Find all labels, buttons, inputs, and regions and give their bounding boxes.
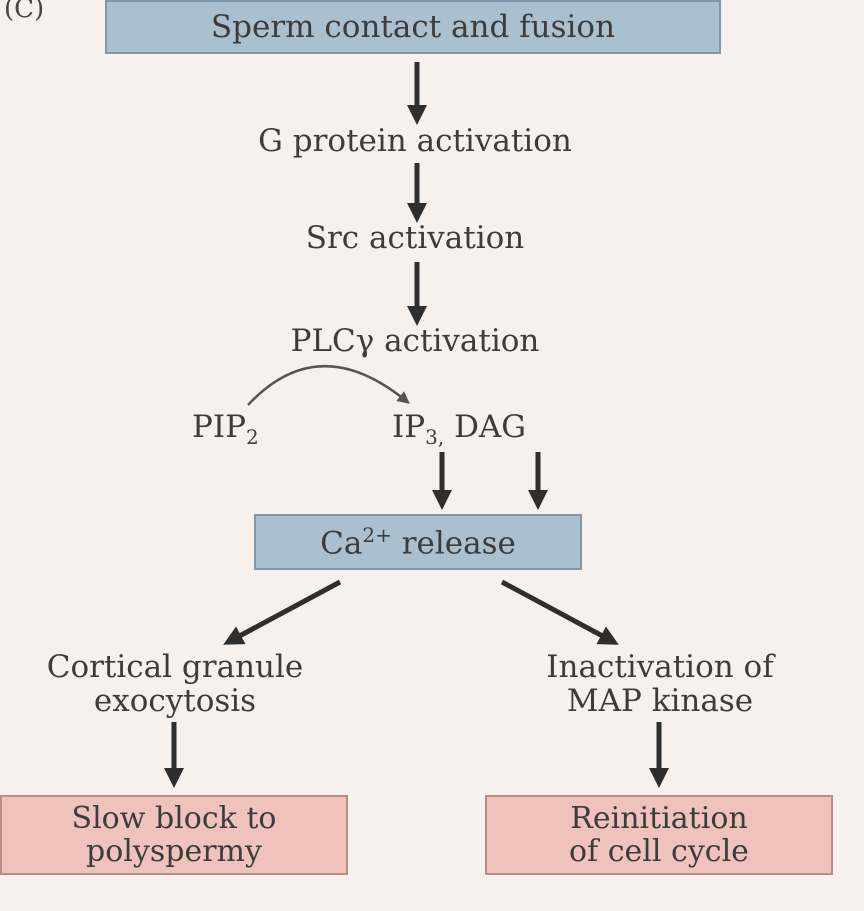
ip3-dag-label: IP3, DAG: [392, 410, 602, 454]
reinitiation-box: Reinitiation of cell cycle: [485, 795, 833, 875]
reinit-line2: of cell cycle: [569, 834, 749, 869]
ca-main: Ca: [320, 525, 363, 562]
g-protein-activation: G protein activation: [258, 123, 572, 159]
arrow-pip2-to-ip3-curve: [247, 365, 410, 406]
src-activation: Src activation: [305, 220, 525, 256]
cortical-line1: Cortical granule: [46, 649, 304, 685]
arrow-ca-to-cortical: [223, 579, 342, 645]
sperm-contact-box: Sperm contact and fusion: [105, 0, 721, 54]
ip3-sub: 3,: [425, 425, 445, 450]
inactivation-line1: Inactivation of: [546, 649, 774, 685]
ca-rest: release: [401, 525, 516, 562]
cortical-line2: exocytosis: [93, 683, 257, 719]
cortical-granule-exocytosis: Cortical granule exocytosis: [0, 650, 350, 718]
pip2-sub: 2: [245, 425, 259, 450]
ca-release-box: Ca2+ release: [254, 514, 582, 570]
slow-block-box: Slow block to polyspermy: [0, 795, 348, 875]
panel-label: (C): [4, 0, 45, 24]
ca-label: Ca2+ release: [320, 523, 516, 561]
arrow-ca-to-inactivation: [500, 579, 619, 645]
dag-label: DAG: [454, 409, 527, 445]
ip3-main: IP: [392, 409, 426, 445]
pip2-main: PIP: [192, 409, 246, 445]
inactivation-map-kinase: Inactivation of MAP kinase: [490, 650, 830, 718]
slow-line1: Slow block to: [71, 801, 277, 836]
plc-gamma-activation: PLCγ activation: [290, 323, 540, 359]
reinit-line1: Reinitiation: [570, 801, 748, 836]
inactivation-line2: MAP kinase: [566, 683, 754, 719]
sperm-contact-label: Sperm contact and fusion: [210, 9, 616, 45]
ca-sup: 2+: [362, 522, 392, 547]
pip2-label: PIP2: [192, 410, 302, 454]
slow-line2: polyspermy: [86, 834, 262, 869]
